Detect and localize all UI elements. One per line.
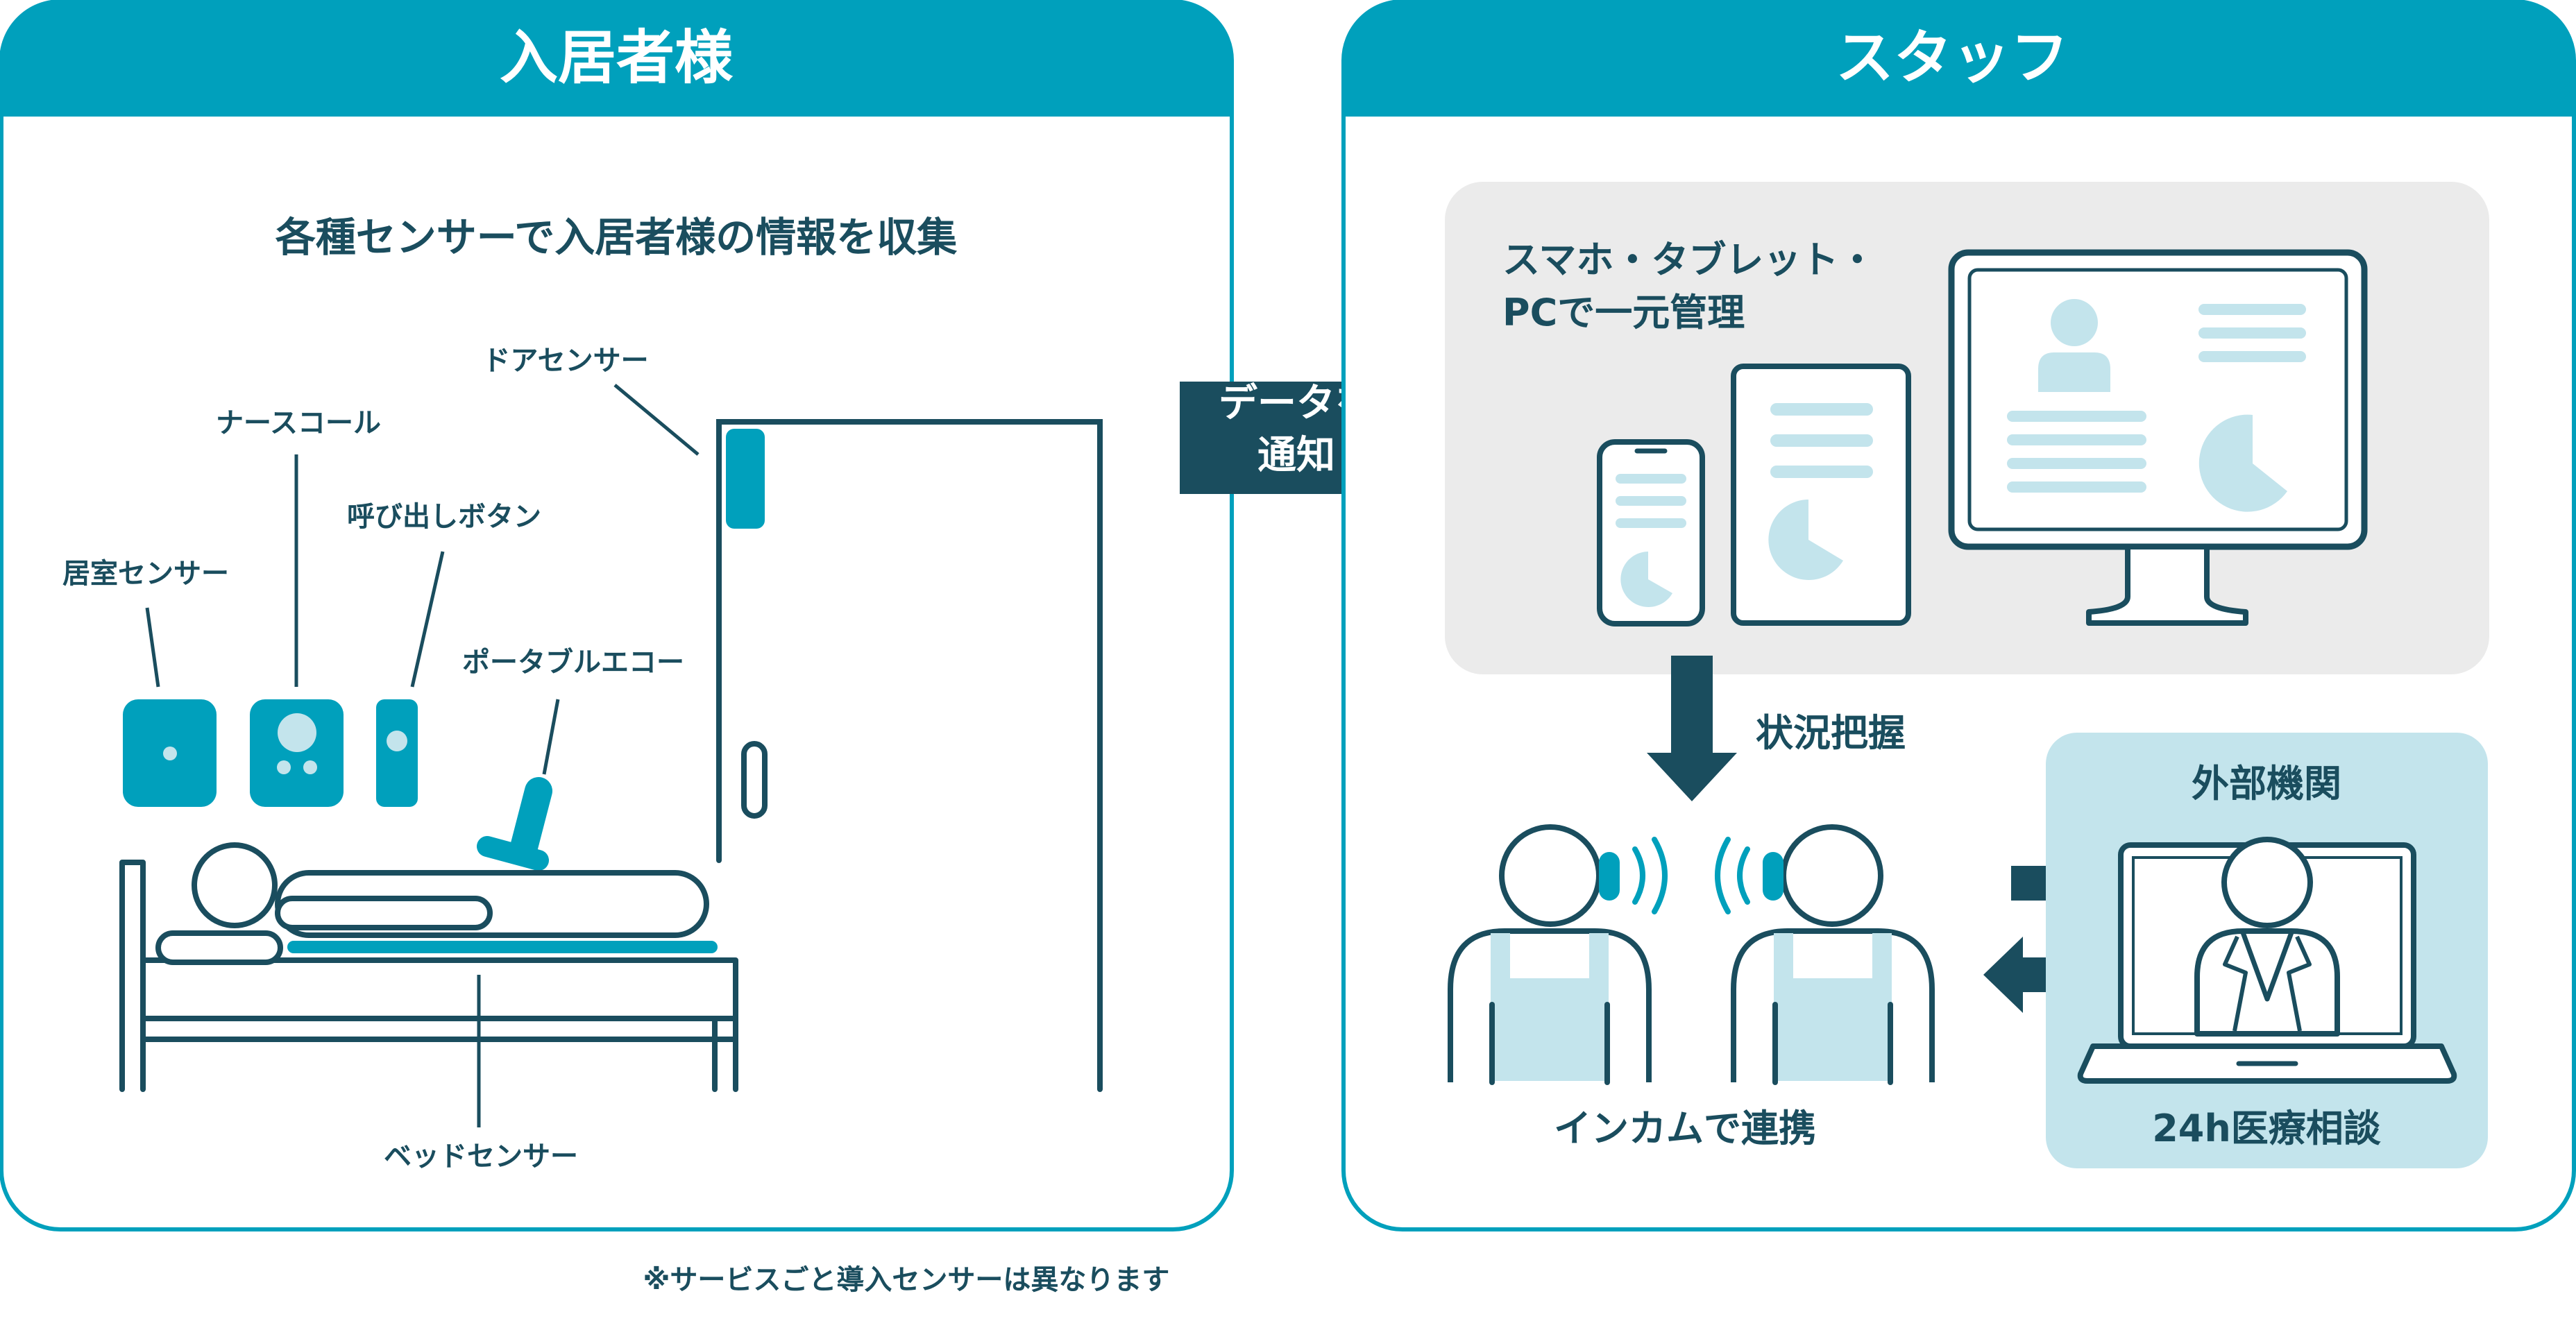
status-down-arrow	[1647, 656, 1737, 801]
door-icon	[716, 419, 1103, 1092]
bed-sensor-pad	[287, 941, 718, 953]
resident-panel-header	[1, 1, 1232, 117]
door-sensor-label: ドアセンサー	[482, 345, 648, 377]
nurse-call-label: ナースコール	[216, 407, 381, 439]
call-button-pointer	[410, 551, 445, 688]
tablet-icon	[1731, 364, 1911, 626]
external-organization-title: 外部機関	[2192, 762, 2341, 805]
intercom-label: インカムで連携	[1554, 1107, 1816, 1150]
room-sensor-icon	[123, 699, 217, 807]
nurse-call-icon	[250, 699, 344, 807]
call-button-label: 呼び出しボタン	[347, 501, 541, 533]
portable-echo-pointer	[542, 699, 560, 775]
medical-consultation-label: 24h医療相談	[2152, 1107, 2381, 1150]
bed-icon	[119, 860, 738, 1092]
room-sensor-label: 居室センサー	[62, 558, 229, 590]
door-sensor-pointer	[613, 384, 700, 456]
status-grasp-label: 状況把握	[1756, 711, 1906, 755]
laptop-doctor-icon	[2077, 837, 2457, 1084]
staff-icon	[1448, 824, 1668, 1085]
staff-panel-header	[1344, 1, 2574, 117]
call-button-icon	[376, 699, 418, 807]
staff-panel-title: スタッフ	[1836, 24, 2069, 92]
portable-echo-icon	[477, 777, 552, 871]
monitor-icon	[1948, 249, 2368, 626]
portable-echo-label: ポータブルエコー	[462, 647, 684, 679]
device-management-line2: PCで一元管理	[1502, 291, 1745, 334]
notify-arrow-line2: 通知	[1257, 433, 1335, 478]
bed-sensor-label: ベッドセンサー	[384, 1141, 578, 1173]
smartphone-icon	[1597, 439, 1705, 626]
person-lying-icon	[155, 842, 709, 965]
resident-panel: 入居者様 各種センサーで入居者様の情報を収集 ドアセンサー ナースコール 呼び出…	[0, 0, 1234, 1231]
footnote: ※サービスごと導入センサーは異なります	[643, 1264, 1170, 1296]
door-sensor-device	[726, 429, 765, 529]
resident-panel-title: 入居者様	[500, 24, 734, 92]
staff-icon	[1715, 824, 1935, 1085]
device-management-line1: スマホ・タブレット・	[1502, 238, 1876, 282]
staff-panel: スタッフ スマホ・タブレット・ PCで一元管理	[1341, 0, 2576, 1231]
room-sensor-pointer	[145, 607, 160, 688]
left-arrow	[1983, 937, 2071, 1013]
resident-panel-subtitle: 各種センサーで入居者様の情報を収集	[276, 214, 958, 261]
